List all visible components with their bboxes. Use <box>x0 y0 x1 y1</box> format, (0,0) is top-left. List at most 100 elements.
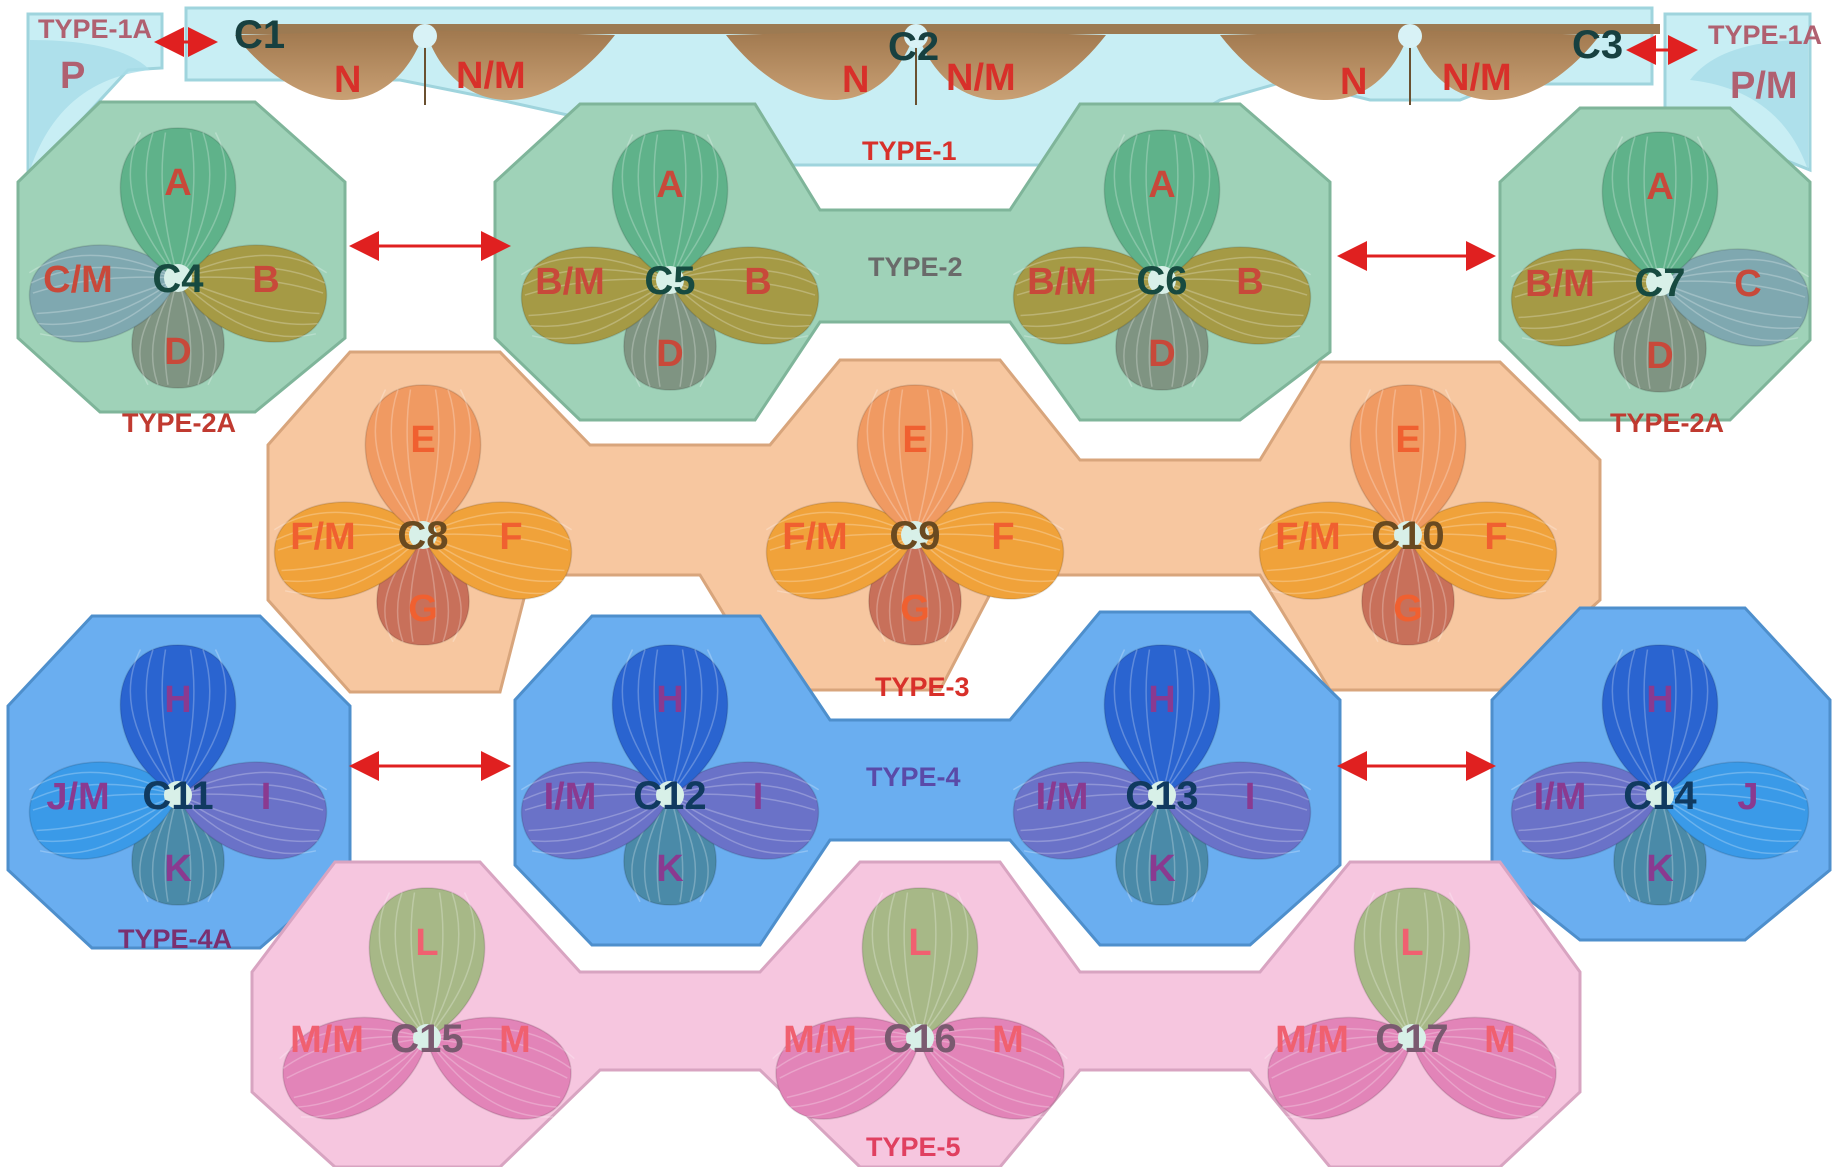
type3-hub-2 <box>901 521 929 549</box>
type3-label-top-1: E <box>410 419 435 461</box>
type1-hub-3 <box>1398 24 1422 48</box>
type2-label-right-3: B <box>1236 261 1263 303</box>
type2-label-left-2: B/M <box>535 261 605 303</box>
type4-connector-3: C13 <box>1125 774 1198 818</box>
type5-petal-left-1 <box>279 1016 428 1120</box>
type4-petal-right-1 <box>177 761 328 860</box>
type2-petal-top-1 <box>119 127 237 279</box>
type2-label-left-1: C/M <box>43 259 113 301</box>
type2-hub-2 <box>656 266 684 294</box>
type2-label-top-1: A <box>164 162 191 204</box>
type3-label-bottom-2: G <box>900 588 930 630</box>
type5-label-left-3: M/M <box>1275 1019 1349 1061</box>
type2-connector-4: C7 <box>1634 261 1685 305</box>
petal-nm-2: N/M <box>946 57 1016 99</box>
type3-label-left-2: F/M <box>782 516 847 558</box>
type3-petal-right-2 <box>914 501 1065 600</box>
type4-label-left-2: I/M <box>544 776 597 818</box>
connector-c1: C1 <box>234 13 285 57</box>
type4-petal-right-3 <box>1161 761 1312 860</box>
type5-petal-left-2 <box>772 1016 921 1120</box>
type2-label-bottom-4: D <box>1646 335 1673 377</box>
type4-label-right-3: I <box>1245 776 1256 818</box>
type4-label-bottom-2: K <box>656 848 684 890</box>
type2-label-right-2: B <box>744 261 771 303</box>
type5-petal-top-1 <box>368 887 486 1039</box>
type1-petals <box>235 24 1600 105</box>
type5-label-right-3: M <box>1484 1019 1516 1061</box>
type4-label-left-4: I/M <box>1534 776 1587 818</box>
type5-label-top-1: L <box>415 922 438 964</box>
type5-hub-2 <box>906 1024 934 1052</box>
type4-label-top-3: H <box>1148 679 1175 721</box>
type1-petal-left-3 <box>1220 30 1410 101</box>
type2-label: TYPE-2 <box>868 252 963 282</box>
type2-connector-3: C6 <box>1136 259 1187 303</box>
type4-petal-top-3 <box>1103 644 1221 796</box>
type1-label: TYPE-1 <box>862 136 957 166</box>
type3-label-top-2: E <box>902 419 927 461</box>
type3-label-bottom-1: G <box>408 588 438 630</box>
type2-petal-left-2 <box>520 246 671 345</box>
type2-petal-left-1 <box>28 244 179 343</box>
type2-label-top-4: A <box>1646 166 1673 208</box>
type2-connector-2: C5 <box>644 259 695 303</box>
type5-label-top-2: L <box>908 922 931 964</box>
type3-petal-top-1 <box>364 384 482 536</box>
type2a-right-label: TYPE-2A <box>1610 408 1724 438</box>
type2-petal-top-3 <box>1103 129 1221 281</box>
type2-petal-left-3 <box>1012 246 1163 345</box>
type4-hub-2 <box>656 781 684 809</box>
type4-petal-left-4 <box>1510 761 1661 860</box>
type4-petal-top-4 <box>1601 644 1719 796</box>
type2-petal-top-4 <box>1601 131 1719 283</box>
type3-petal-left-3 <box>1258 501 1409 600</box>
petal-n-3: N <box>1340 61 1367 103</box>
type3-label-bottom-3: G <box>1393 588 1423 630</box>
type5-label: TYPE-5 <box>866 1132 961 1162</box>
type3-label-left-1: F/M <box>290 516 355 558</box>
type1-petal-right-1 <box>425 30 615 101</box>
connector-c2: C2 <box>888 25 939 69</box>
type2-label-left-3: B/M <box>1027 261 1097 303</box>
type3-petal-right-3 <box>1407 501 1558 600</box>
connector-c3: C3 <box>1572 23 1623 67</box>
type2-label-top-3: A <box>1148 164 1175 206</box>
type3-petal-right-1 <box>422 501 573 600</box>
type4-label-top-2: H <box>656 679 683 721</box>
type2-petal-left-4 <box>1510 248 1661 347</box>
type2-label-bottom-1: D <box>164 331 191 373</box>
type3-petal-left-2 <box>765 501 916 600</box>
corner-label-pm: P/M <box>1730 65 1798 107</box>
type4-label-right-4: J <box>1737 776 1758 818</box>
type2-label-bottom-2: D <box>656 333 683 375</box>
type4-connector-2: C12 <box>633 774 706 818</box>
type1-strip-top-bar <box>240 24 1660 34</box>
type4-petal-right-2 <box>669 761 820 860</box>
type5-label-left-1: M/M <box>290 1019 364 1061</box>
type2-petal-right-4 <box>1659 248 1810 347</box>
type1-group <box>26 6 1812 182</box>
type1-petal-right-2 <box>916 30 1106 101</box>
type3-label-right-2: F <box>991 516 1014 558</box>
type2-petal-right-3 <box>1161 246 1312 345</box>
type3-label-right-3: F <box>1484 516 1507 558</box>
type3-petal-left-1 <box>273 501 424 600</box>
petal-n-1: N <box>334 59 361 101</box>
type2-hub-3 <box>1148 266 1176 294</box>
type5-label-right-1: M <box>499 1019 531 1061</box>
type3-label-left-3: F/M <box>1275 516 1340 558</box>
type5-petal-right-1 <box>426 1016 575 1120</box>
